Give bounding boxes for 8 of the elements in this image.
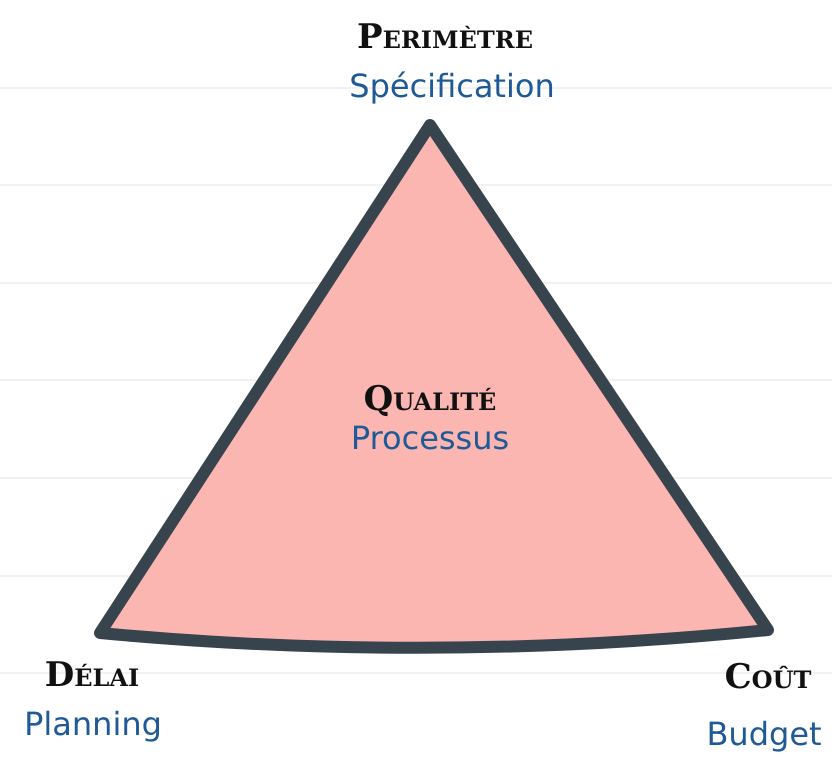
corner-heading: Délai — [44, 658, 140, 692]
corner-subtitle: Planning — [24, 708, 162, 740]
corner-heading: Perimètre — [357, 20, 533, 54]
node-heading: Qualité — [364, 382, 496, 416]
corner-heading: Coût — [724, 660, 812, 694]
corner-subtitle: Budget — [706, 718, 822, 750]
node-subtitle: Processus — [350, 422, 510, 454]
corner-subtitle: Spécification — [349, 70, 555, 102]
